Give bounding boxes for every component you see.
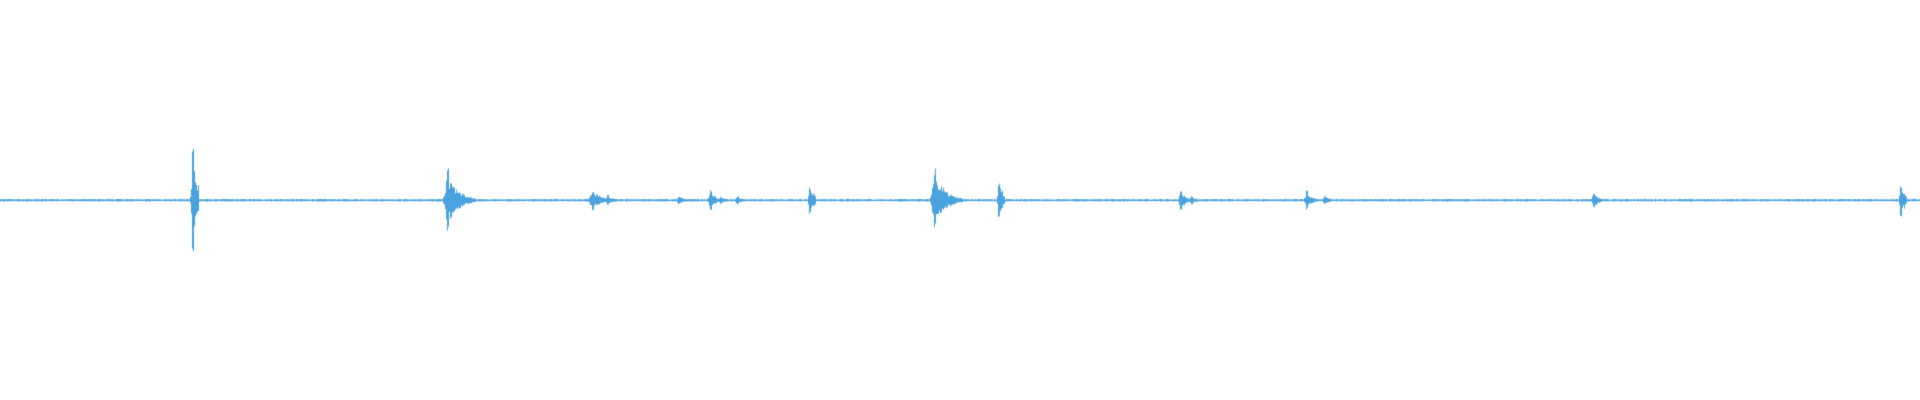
audio-waveform[interactable] (0, 0, 1920, 400)
